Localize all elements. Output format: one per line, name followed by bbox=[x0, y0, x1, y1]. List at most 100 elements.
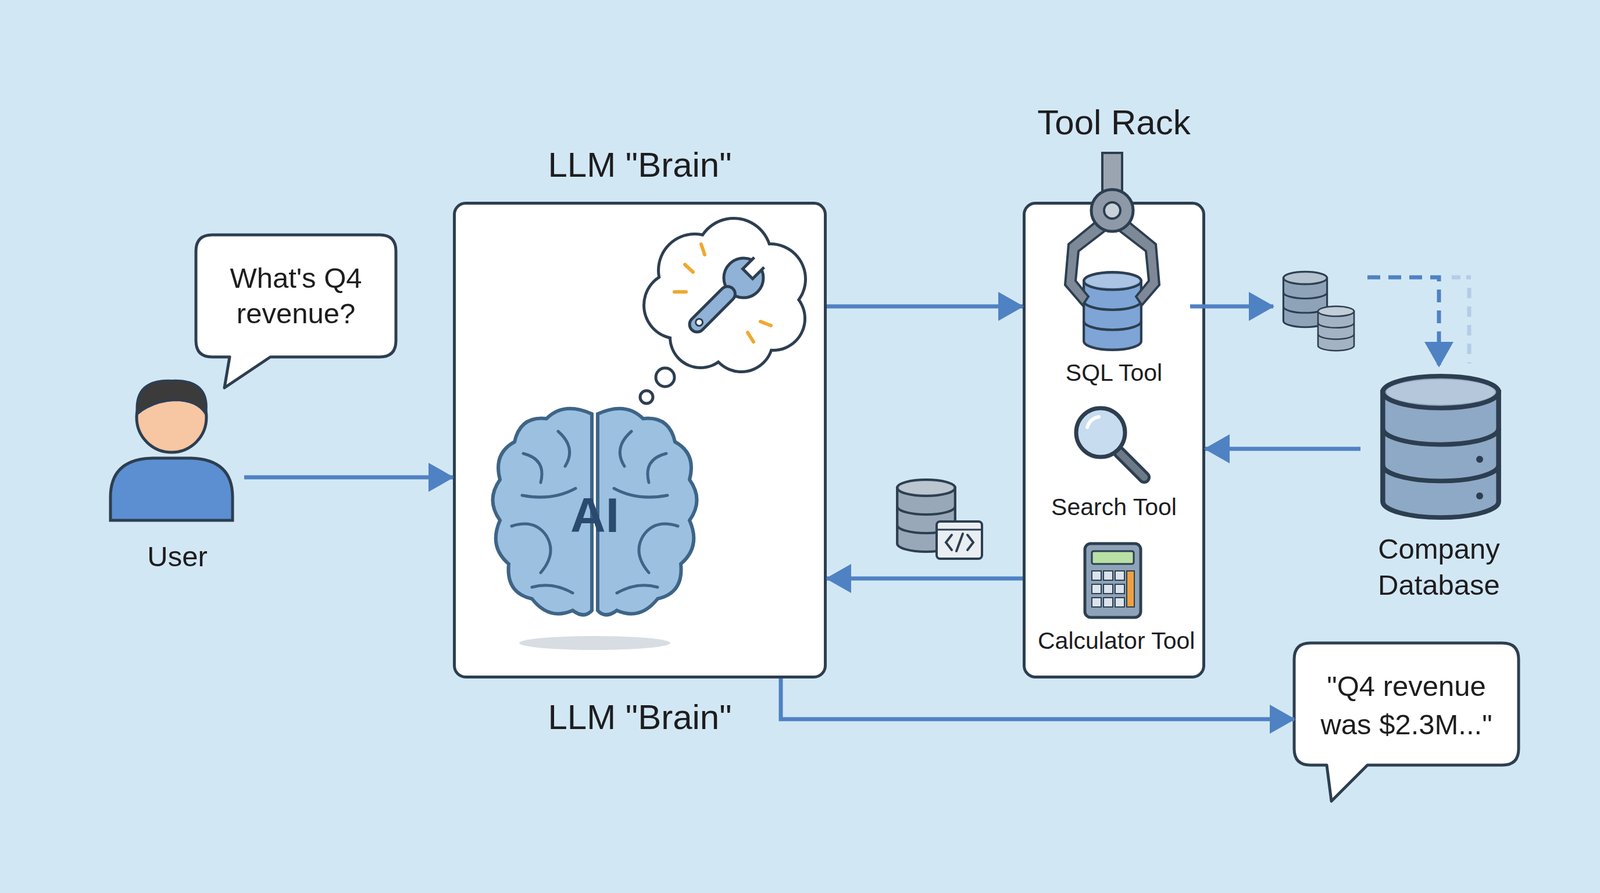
result-database-icon bbox=[897, 479, 956, 552]
cloud-lobe bbox=[642, 270, 713, 341]
cloud-lobe bbox=[645, 273, 710, 338]
claw-arm bbox=[1065, 218, 1107, 306]
cloud-outline bbox=[642, 216, 807, 374]
key bbox=[1103, 584, 1113, 594]
result-icon bbox=[897, 479, 982, 559]
tool-item: Search Tool bbox=[1037, 401, 1191, 524]
node-label: LLM "Brain" bbox=[452, 144, 827, 186]
tool-rack: Tool RackSQL ToolSearch ToolCalculator T… bbox=[1022, 201, 1206, 679]
cloud-lobe bbox=[671, 308, 730, 367]
code-window-bar bbox=[936, 529, 982, 531]
key-orange bbox=[1126, 570, 1135, 607]
key bbox=[1115, 597, 1125, 607]
cloud-lobe bbox=[674, 250, 774, 349]
magnifier-handle bbox=[1119, 452, 1145, 478]
connector-line bbox=[1190, 304, 1274, 309]
node-label: User bbox=[110, 538, 245, 575]
user-icon bbox=[110, 380, 233, 521]
brain-folds bbox=[511, 431, 678, 594]
node-label: Company Database bbox=[1360, 530, 1518, 603]
thought-dot bbox=[655, 368, 675, 387]
flow-arrow bbox=[1190, 277, 1439, 367]
brain-illustration bbox=[493, 408, 698, 650]
spark bbox=[674, 290, 687, 294]
cloud-lobe bbox=[659, 235, 730, 306]
wrench-handle bbox=[686, 283, 739, 335]
key bbox=[1091, 597, 1102, 607]
faint-dash bbox=[1467, 287, 1472, 364]
node-label: AI bbox=[536, 486, 653, 545]
claw-hub bbox=[1091, 189, 1134, 232]
node-label: Tool Rack bbox=[1022, 102, 1206, 144]
spark bbox=[760, 321, 771, 326]
small-database-icon bbox=[1318, 306, 1355, 351]
key bbox=[1091, 570, 1102, 581]
sql-database-icon bbox=[1083, 272, 1142, 350]
user-body bbox=[110, 458, 233, 521]
magnifier-handle-inner bbox=[1119, 452, 1145, 478]
faint-dash bbox=[1451, 275, 1471, 280]
node-label: What's Q4 revenue? bbox=[211, 260, 381, 332]
database-cylinder bbox=[1382, 376, 1499, 518]
wrench-hole bbox=[694, 317, 705, 328]
code-glyph bbox=[945, 533, 974, 552]
calculator-icon bbox=[1084, 543, 1141, 618]
cloud-lobe bbox=[656, 232, 733, 309]
bubble-outline bbox=[195, 234, 396, 357]
spark bbox=[747, 332, 754, 342]
connector-line bbox=[826, 304, 1023, 309]
calculator-body bbox=[1084, 543, 1141, 618]
flow-arrow bbox=[826, 306, 1023, 307]
database-node: Company Database bbox=[1360, 366, 1518, 599]
brain-left bbox=[493, 408, 593, 616]
tool-item: Calculator Tool bbox=[1037, 534, 1191, 657]
llm-box: LLM "Brain"AILLM "Brain" bbox=[452, 201, 827, 679]
dashed-connector bbox=[1367, 277, 1439, 367]
cloud-lobe bbox=[711, 309, 772, 371]
connector-line bbox=[244, 475, 453, 480]
cloud-lobe bbox=[668, 305, 733, 370]
sql-icon bbox=[1065, 152, 1160, 350]
key bbox=[1103, 597, 1113, 607]
node-label: "Q4 revenue was $2.3M..." bbox=[1307, 666, 1506, 744]
node-label: Search Tool bbox=[1037, 492, 1191, 522]
flow-arrow bbox=[826, 578, 1023, 580]
key bbox=[1115, 570, 1125, 581]
key bbox=[1115, 584, 1125, 594]
query-databases bbox=[1283, 271, 1355, 351]
magnifier-lens bbox=[1076, 408, 1125, 457]
lens-shine bbox=[1087, 416, 1099, 428]
flow-arrow bbox=[244, 477, 453, 478]
tool-item: SQL Tool bbox=[1037, 250, 1191, 390]
node-label: Calculator Tool bbox=[1037, 626, 1191, 656]
calculator-keys bbox=[1091, 570, 1125, 607]
sparks bbox=[674, 244, 771, 342]
question-bubble: What's Q4 revenue? bbox=[195, 234, 396, 357]
cloud-lobe bbox=[736, 245, 805, 313]
brain-shadow bbox=[519, 636, 671, 650]
thought-cloud bbox=[640, 216, 807, 404]
cloud-lobe bbox=[708, 306, 775, 374]
company-database-icon bbox=[1382, 376, 1499, 518]
node-label: LLM "Brain" bbox=[452, 697, 827, 738]
small-database-icon bbox=[1283, 271, 1327, 327]
claw-pin bbox=[1104, 202, 1121, 219]
cloud-fill bbox=[645, 219, 805, 371]
cloud-lobe bbox=[733, 242, 807, 316]
faint-dashes bbox=[1451, 277, 1471, 364]
flow-arrow bbox=[780, 678, 1295, 720]
user-hair bbox=[136, 380, 206, 414]
cloud-lobe bbox=[694, 216, 773, 295]
claw-bar bbox=[1102, 152, 1123, 200]
cloud-lobe bbox=[740, 285, 807, 352]
node-label: SQL Tool bbox=[1037, 358, 1191, 388]
spark bbox=[684, 264, 694, 273]
bubble-shape bbox=[195, 234, 396, 388]
calculator-screen bbox=[1091, 551, 1134, 564]
bubble-shape bbox=[1294, 643, 1519, 802]
key bbox=[1091, 584, 1102, 594]
connector-line bbox=[1205, 447, 1361, 452]
